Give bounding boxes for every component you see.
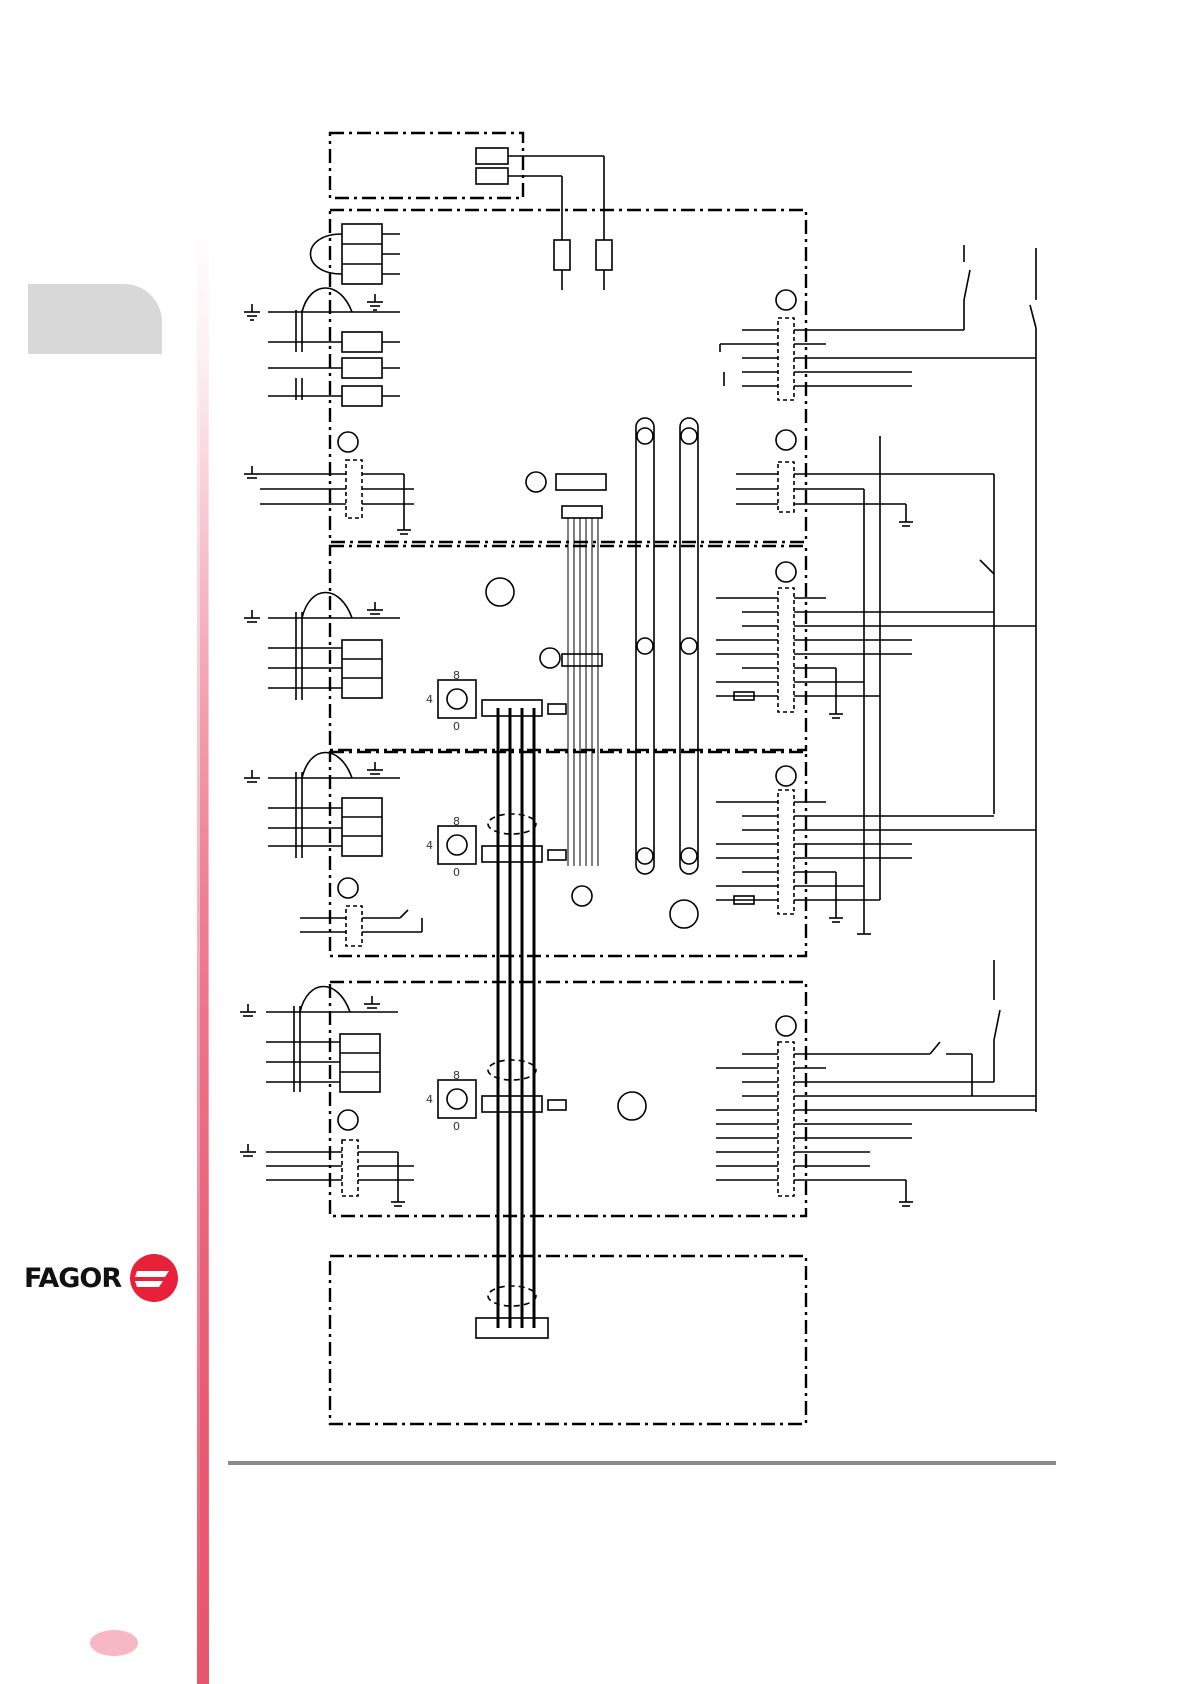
rotary-label-top: 8 [453,1069,460,1082]
rotary-switch-module-4: 8 4 0 [426,1069,460,1133]
rotary-switch-module-2: 8 4 0 [426,669,460,733]
module-1-box [330,210,806,542]
rotary-label-top: 8 [453,669,460,682]
rotary-label-left: 4 [426,839,433,852]
module-4-box [330,982,806,1216]
rotary-label-bottom: 0 [453,866,460,879]
rotary-label-left: 4 [426,1093,433,1106]
rotary-switch-module-3: 8 4 0 [426,815,460,879]
rotary-label-left: 4 [426,693,433,706]
rotary-label-top: 8 [453,815,460,828]
rotary-label-bottom: 0 [453,720,460,733]
top-connector-box [330,133,523,198]
bottom-box [330,1256,806,1424]
rotary-label-bottom: 0 [453,1120,460,1133]
